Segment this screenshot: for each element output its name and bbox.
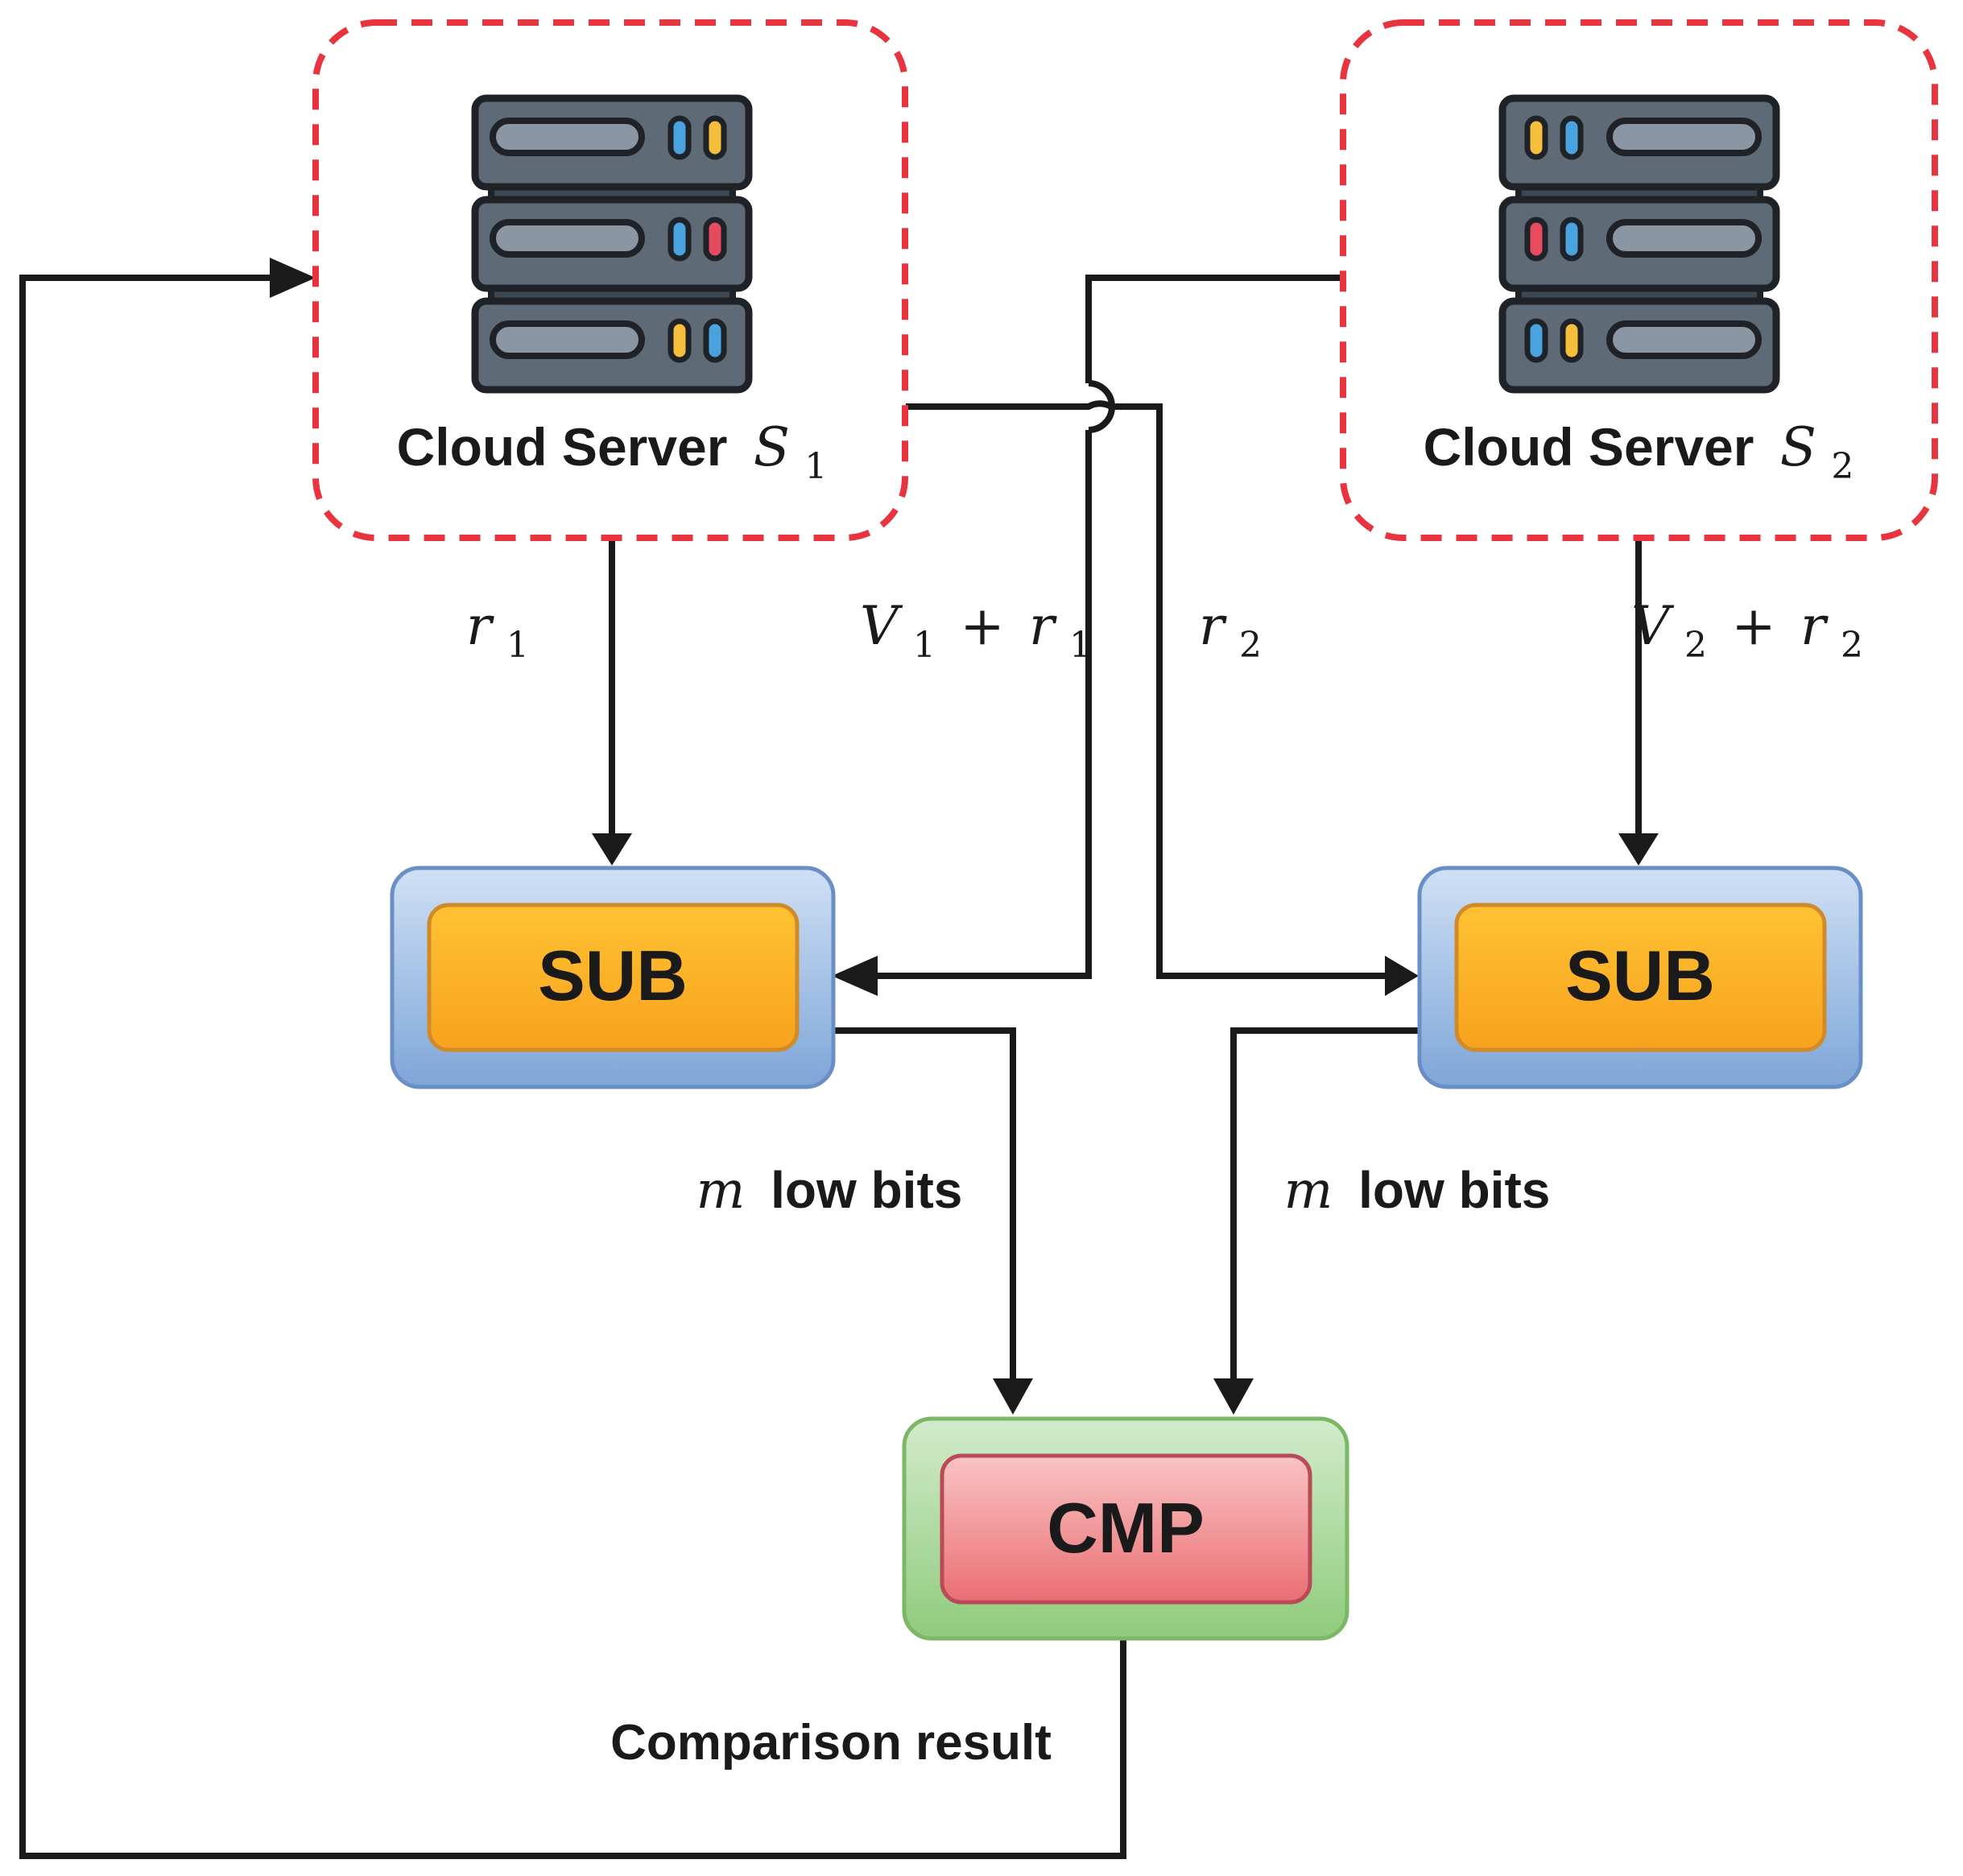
server-rack-icon xyxy=(475,98,749,390)
edge-label-r1: r 1 xyxy=(466,595,529,666)
connectors xyxy=(19,258,1659,1859)
edge-label-v1r1: V 1 + r 1 xyxy=(860,595,1092,668)
edge-label-low-bits-left: m low bits xyxy=(696,1161,963,1221)
cmp-node: CMP xyxy=(902,1416,1349,1641)
edge-r2-line xyxy=(906,400,1397,979)
cmp-label: CMP xyxy=(1047,1488,1205,1568)
edge-v1r1-line xyxy=(866,275,1341,979)
server-rack-icon xyxy=(1498,94,1780,394)
edge-comparison-arrowhead xyxy=(270,258,316,298)
sub-node-right: SUB xyxy=(1417,866,1863,1089)
edge-v2r2-arrowhead xyxy=(1618,833,1659,866)
edge-label-comparison: Comparison result xyxy=(610,1715,1052,1771)
server-s1-boundary xyxy=(312,19,908,541)
edge-low-bits-left-arrowhead xyxy=(993,1378,1033,1415)
sub-left-label: SUB xyxy=(538,936,688,1015)
cloud-server-s1: Cloud Server S 1 xyxy=(312,19,908,541)
edge-low-bits-right-line xyxy=(1230,1027,1420,1393)
sub-right-label: SUB xyxy=(1565,936,1715,1015)
edge-r1-arrowhead xyxy=(592,833,632,866)
cloud-server-s2: Cloud Server S 2 xyxy=(1340,19,1938,541)
sub-node-left: SUB xyxy=(390,866,836,1089)
server-s2-title: Cloud Server S 2 xyxy=(1424,416,1854,487)
edge-v1r1-arrowhead xyxy=(832,956,878,996)
edge-comparison-line xyxy=(19,275,1126,1859)
server-s2-boundary xyxy=(1340,19,1938,541)
edge-label-low-bits-right: m low bits xyxy=(1284,1161,1551,1221)
edge-label-v2r2: V 2 + r 2 xyxy=(1631,595,1863,668)
edge-low-bits-left-line xyxy=(833,1027,1016,1393)
edge-low-bits-right-arrowhead xyxy=(1213,1378,1254,1415)
edge-r2-arrowhead xyxy=(1385,956,1419,996)
server-s1-title: Cloud Server S 1 xyxy=(397,416,828,487)
edge-label-r2: r 2 xyxy=(1199,595,1262,666)
edge-v1r1-hop xyxy=(1088,380,1115,433)
